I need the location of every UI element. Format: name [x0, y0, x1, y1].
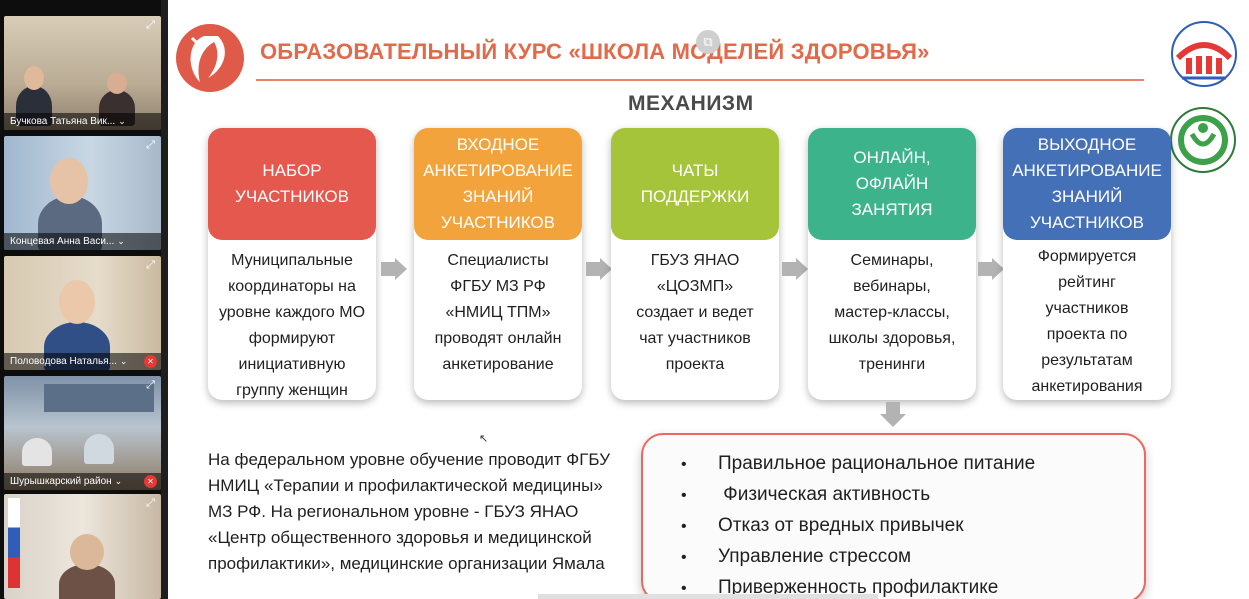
expand-icon[interactable]: ⤢ [146, 259, 155, 271]
participant-name: Бучкова Татьяна Вик...⌄ [4, 113, 161, 130]
mic-muted-icon: ✕ [144, 475, 157, 488]
topics-box: •Правильное рациональное питание • Физич… [641, 433, 1146, 599]
step-description: Специалисты ФГБУ МЗ РФ «НМИЦ ТПМ» провод… [434, 252, 562, 373]
participant-name: Концевая Анна Васи...⌄ [4, 233, 161, 250]
step-description: Формируется рейтинг участников проекта п… [1031, 248, 1143, 395]
yamal-logo-icon [1171, 21, 1237, 87]
title-divider [256, 79, 1144, 81]
slide-title: ОБРАЗОВАТЕЛЬНЫЙ КУРС «ШКОЛА МОДЕЛЕЙ ЗДОР… [260, 39, 930, 64]
share-screen-icon[interactable]: ⧉ [696, 30, 720, 54]
list-item: •Правильное рациональное питание [681, 453, 1036, 474]
expand-icon[interactable]: ⤢ [146, 379, 155, 391]
school-logo-icon [176, 24, 244, 92]
presentation-slide: ОБРАЗОВАТЕЛЬНЫЙ КУРС «ШКОЛА МОДЕЛЕЙ ЗДОР… [168, 0, 1249, 599]
list-item: • Физическая активность [681, 484, 931, 505]
participants-sidebar: ⤢ Бучкова Татьяна Вик...⌄ ⤢ Концевая Анн… [0, 0, 168, 599]
step-description: Семинары, вебинары, мастер-классы, школы… [828, 252, 956, 373]
step-card: ВХОДНОЕ АНКЕТИРОВАНИЕ ЗНАНИЙ УЧАСТНИКОВ … [414, 128, 582, 400]
step-card: ВЫХОДНОЕ АНКЕТИРОВАНИЕ ЗНАНИЙ УЧАСТНИКОВ… [1003, 128, 1171, 400]
nmic-logo-icon [1170, 107, 1236, 173]
bottom-toolbar-edge [538, 594, 878, 599]
participant-tile[interactable]: ⤢ Бучкова Татьяна Вик...⌄ [4, 16, 161, 130]
mouse-cursor-icon: ↖ [479, 433, 489, 445]
section-title: МЕХАНИЗМ [628, 92, 754, 115]
step-description: ГБУЗ ЯНАО «ЦОЗМП» создает и ведет чат уч… [636, 252, 754, 373]
expand-icon[interactable]: ⤢ [146, 139, 155, 151]
list-item: •Приверженность профилактике [681, 577, 999, 598]
step-card: ЧАТЫ ПОДДЕРЖКИ ГБУЗ ЯНАО «ЦОЗМП» создает… [611, 128, 779, 400]
step-card: НАБОР УЧАСТНИКОВ Муниципальные координат… [208, 128, 376, 400]
expand-icon[interactable]: ⤢ [146, 497, 155, 509]
sidebar-scroll-edge [161, 0, 168, 599]
step-card: ОНЛАЙН, ОФЛАЙН ЗАНЯТИЯ Семинары, вебинар… [808, 128, 976, 400]
participant-tile[interactable]: ⤢ Концевая Анна Васи...⌄ [4, 136, 161, 250]
expand-icon[interactable]: ⤢ [146, 19, 155, 31]
step-header: ЧАТЫ ПОДДЕРЖКИ [611, 128, 779, 240]
federal-level-text: На федеральном уровне обучение проводит … [208, 450, 610, 573]
step-header: ВХОДНОЕ АНКЕТИРОВАНИЕ ЗНАНИЙ УЧАСТНИКОВ [414, 128, 582, 240]
participant-name: Шурышкарский район⌄ [4, 473, 161, 490]
participant-tile[interactable]: ⤢ Шурышкарский район⌄ ✕ [4, 376, 161, 490]
list-item: •Управление стрессом [681, 546, 912, 567]
participant-tile[interactable]: ⤢ Половодова Наталья...⌄ ✕ [4, 256, 161, 370]
step-description: Муниципальные координаторы на уровне каж… [218, 252, 366, 399]
list-item: •Отказ от вредных привычек [681, 515, 964, 536]
step-header: ВЫХОДНОЕ АНКЕТИРОВАНИЕ ЗНАНИЙ УЧАСТНИКОВ [1003, 128, 1171, 240]
mic-muted-icon: ✕ [144, 355, 157, 368]
participant-name: Половодова Наталья...⌄ [4, 353, 161, 370]
participant-tile[interactable]: ⤢ [4, 494, 161, 599]
step-header: ОНЛАЙН, ОФЛАЙН ЗАНЯТИЯ [808, 128, 976, 240]
step-header: НАБОР УЧАСТНИКОВ [208, 128, 376, 240]
